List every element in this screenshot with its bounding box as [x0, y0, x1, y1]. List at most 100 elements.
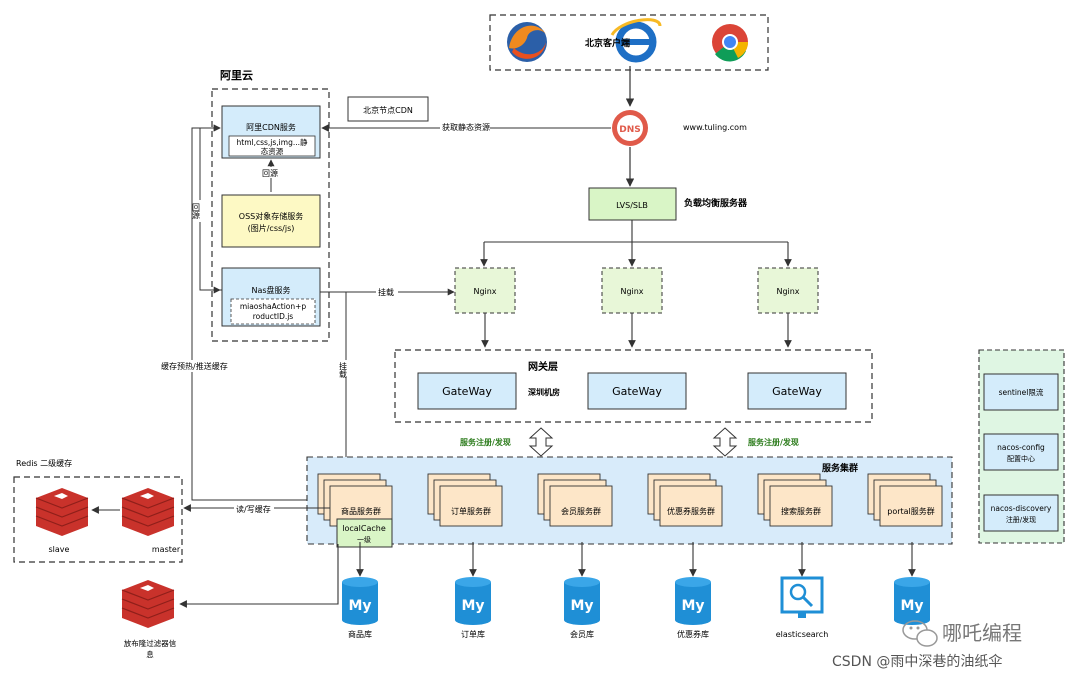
service-label: portal服务群: [887, 506, 935, 516]
gateway-3: [747, 372, 847, 410]
svg-text:GateWay: GateWay: [612, 385, 662, 398]
mysql-glyph: My: [570, 598, 593, 614]
nacos-panel: sentinel限流 nacos-config 配置中心 nacos-disco…: [978, 349, 1065, 544]
client-label: 北京客户端: [585, 37, 630, 49]
firefox-icon: [507, 22, 547, 62]
service-stack-5: 搜索服务群: [757, 473, 833, 527]
csdn-watermark: CSDN @雨中深巷的油纸伞: [832, 653, 1002, 670]
database-label: elasticsearch: [776, 630, 829, 639]
register-label-left: 服务注册/发现: [460, 437, 511, 447]
svg-text:GateWay: GateWay: [442, 385, 492, 398]
service-label: 会员服务群: [561, 506, 601, 516]
nacos-config-box: [983, 433, 1059, 471]
bloom-line2: 息: [146, 649, 154, 659]
gateway-layer-title: 网关层: [528, 360, 558, 373]
fetch-static-label: 获取静态资源: [442, 122, 490, 132]
aliyun-title: 阿里云: [220, 68, 253, 82]
service-stack-6: portal服务群: [867, 473, 943, 527]
nginx-3: Nginx: [757, 267, 819, 314]
register-arrow-right: [712, 427, 738, 457]
service-stack-2: 订单服务群: [427, 473, 503, 527]
wechat-watermark: 哪吒编程: [942, 621, 1022, 645]
mysql-glyph: My: [461, 598, 484, 614]
database-label: 商品库: [348, 629, 372, 639]
svg-text:GateWay: GateWay: [772, 385, 822, 398]
redis-slave-icon: [35, 488, 89, 536]
service-stack-4: 优惠券服务群: [647, 473, 723, 527]
wechat-icon: [902, 620, 938, 647]
edge-bloom: [179, 544, 339, 608]
lb-title: 负载均衡服务器: [684, 197, 748, 209]
nas-label: Nas盘服务: [251, 285, 290, 295]
beijing-cdn-box: [347, 96, 429, 122]
nas-file-line1: miaoshaAction+p: [240, 302, 307, 311]
service-label: 订单服务群: [451, 506, 491, 516]
redis-bloom-icon: [121, 580, 175, 628]
mount-label-2: 挂载: [339, 361, 348, 379]
mysql-icon: My: [455, 577, 491, 625]
chrome-icon: [712, 24, 748, 62]
gateway-2: [587, 372, 687, 410]
beijing-cdn-label: 北京节点CDN: [363, 105, 413, 115]
database-label: 优惠券库: [677, 629, 709, 639]
cdn-service-label: 阿里CDN服务: [246, 122, 296, 132]
mysql-glyph: My: [348, 598, 371, 614]
mysql-icon: My: [342, 577, 378, 625]
sentinel-box: [983, 373, 1059, 411]
mysql-icon: My: [675, 577, 711, 625]
nginx-1: Nginx: [454, 267, 516, 314]
nginx-2: Nginx: [601, 267, 663, 314]
svg-text:Nginx: Nginx: [620, 287, 643, 296]
rw-cache-label: 读/写缓存: [236, 504, 271, 514]
mysql-icon: My: [564, 577, 600, 625]
back-source-label-2: 回源: [192, 203, 201, 220]
redis-group: Redis 二级缓存 slave master: [13, 458, 183, 563]
redis-slave-label: slave: [49, 545, 70, 554]
cdn-content-line1: html,css,js,img...静: [237, 137, 308, 147]
cdn-content-line2: 态资源: [261, 146, 284, 156]
service-label: 搜索服务群: [781, 506, 821, 516]
mysql-glyph: My: [681, 598, 704, 614]
database-label: 订单库: [461, 629, 485, 639]
service-label: 商品服务群: [341, 506, 381, 516]
database-label: 会员库: [570, 629, 594, 639]
mysql-glyph: My: [900, 598, 923, 614]
edge-lb-bus: [484, 220, 788, 243]
gateway-room: 深圳机房: [528, 387, 560, 397]
nacos-discovery-box: [983, 494, 1059, 532]
nacos-config-line1: nacos-config: [997, 443, 1045, 452]
nas-file-line2: roductID.js: [253, 312, 294, 321]
cache-preheat-label: 缓存预热/推送缓存: [161, 361, 228, 371]
dns-domain: www.tuling.com: [683, 123, 747, 132]
register-label-right: 服务注册/发现: [748, 437, 799, 447]
service-stack-1: 商品服务群: [317, 473, 393, 527]
edge-cache-preheat: [191, 124, 330, 501]
gateway-layer: 网关层 深圳机房 GateWay GateWay GateWay: [394, 349, 873, 423]
lb-label: LVS/SLB: [616, 201, 648, 210]
redis-master-label: master: [152, 545, 181, 554]
elasticsearch-icon: [780, 576, 824, 618]
dns-label: DNS: [619, 125, 641, 135]
gateway-1: [417, 372, 517, 410]
local-cache-box: [336, 518, 393, 548]
service-stack-3: 会员服务群: [537, 473, 613, 527]
mount-label-1: 挂载: [378, 287, 394, 297]
nacos-discovery-line2: 注册/发现: [1006, 515, 1036, 524]
aliyun-group: 阿里云 阿里CDN服务 html,css,js,img...静 态资源 回源 O…: [192, 68, 330, 342]
nacos-config-line2: 配置中心: [1007, 454, 1035, 463]
oss-line2: (图片/css/js): [248, 223, 295, 233]
oss-box: [221, 194, 321, 248]
client-group: 北京客户端: [489, 14, 769, 71]
back-source-label-1: 回源: [262, 169, 278, 178]
bloom-line1: 放布隆过滤器信: [124, 638, 177, 648]
service-cluster: 服务集群 商品服务群 订单服务群 会员服务群 优惠券服务群搜索服务群 portal服务群…: [306, 456, 953, 548]
service-cluster-title: 服务集群: [822, 462, 858, 474]
redis-master-icon: [121, 488, 175, 536]
svg-text:Nginx: Nginx: [776, 287, 799, 296]
nacos-discovery-line1: nacos-discovery: [991, 504, 1052, 513]
local-cache-line1: localCache: [342, 524, 386, 533]
oss-line1: OSS对象存储服务: [239, 211, 303, 221]
register-arrow-left: [528, 427, 554, 457]
local-cache-line2: 一级: [357, 535, 371, 544]
